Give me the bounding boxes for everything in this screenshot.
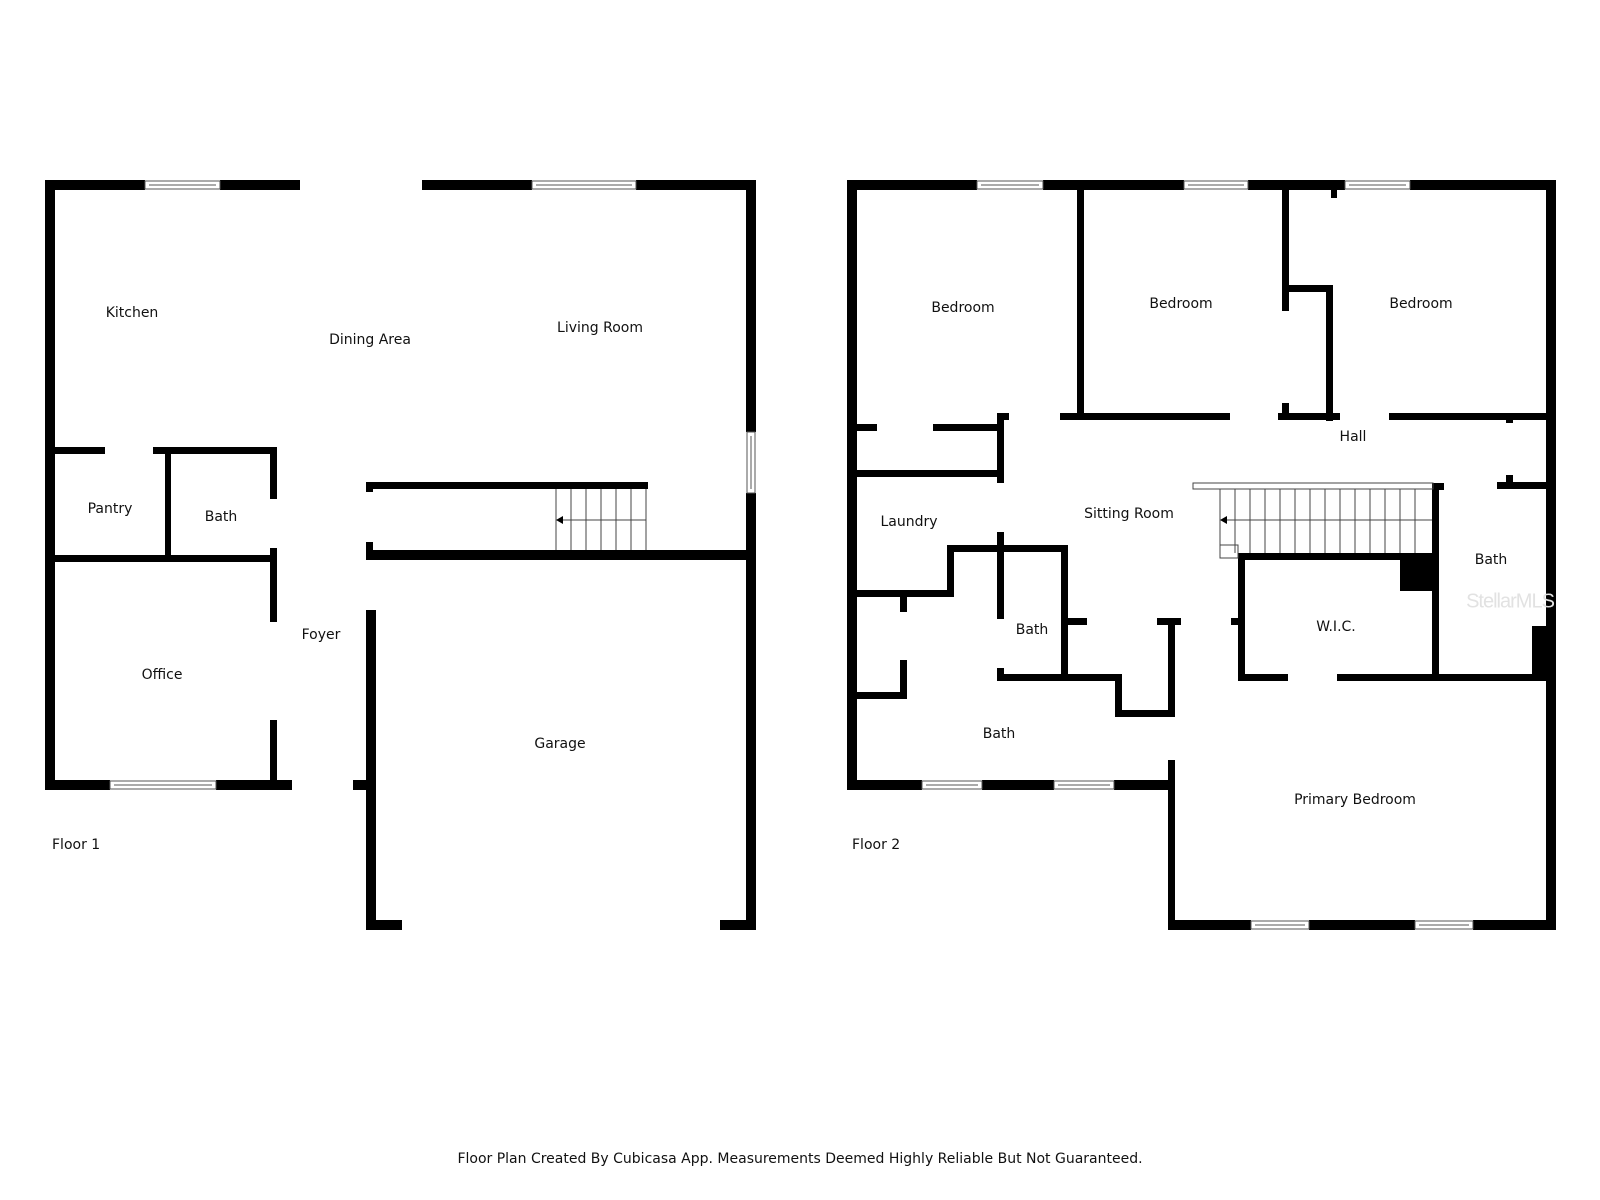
room-label-bedroom-3: Bedroom	[1389, 296, 1453, 312]
room-label-bath-small: Bath	[1015, 622, 1049, 638]
stairs-direction-arrow-icon	[1220, 516, 1227, 524]
watermark: StellarMLS	[1466, 590, 1555, 613]
floor-2-label: Floor 2	[852, 837, 901, 853]
room-label-foyer: Foyer	[301, 627, 341, 643]
room-label-bath-right: Bath	[1474, 552, 1508, 568]
stairs-direction-arrow-icon	[556, 516, 563, 524]
room-label-bedroom-2: Bedroom	[1149, 296, 1213, 312]
room-label-dining-area: Dining Area	[329, 332, 411, 348]
footer-disclaimer: Floor Plan Created By Cubicasa App. Meas…	[457, 1151, 1143, 1167]
room-label-pantry: Pantry	[87, 501, 133, 517]
room-label-hall: Hall	[1339, 429, 1367, 445]
room-label-bath: Bath	[204, 509, 238, 525]
floor1-windows	[109, 180, 756, 790]
floor2-stairs	[1192, 482, 1434, 559]
floor2-walls	[847, 180, 1556, 930]
room-label-bath-left: Bath	[982, 726, 1016, 742]
room-label-wic: W.I.C.	[1316, 619, 1356, 635]
room-label-living-room: Living Room	[557, 320, 643, 336]
room-label-kitchen: Kitchen	[105, 305, 159, 321]
room-label-office: Office	[141, 667, 183, 683]
room-label-laundry: Laundry	[880, 514, 938, 530]
floor1-stairs	[555, 489, 647, 550]
floor1-walls	[45, 180, 756, 930]
floor-1-label: Floor 1	[52, 837, 101, 853]
floor2-windows	[921, 180, 1474, 930]
room-label-sitting-room: Sitting Room	[1084, 506, 1174, 522]
room-label-garage: Garage	[534, 736, 586, 752]
room-label-bedroom-1: Bedroom	[931, 300, 995, 316]
room-label-primary-bedroom: Primary Bedroom	[1294, 792, 1416, 808]
